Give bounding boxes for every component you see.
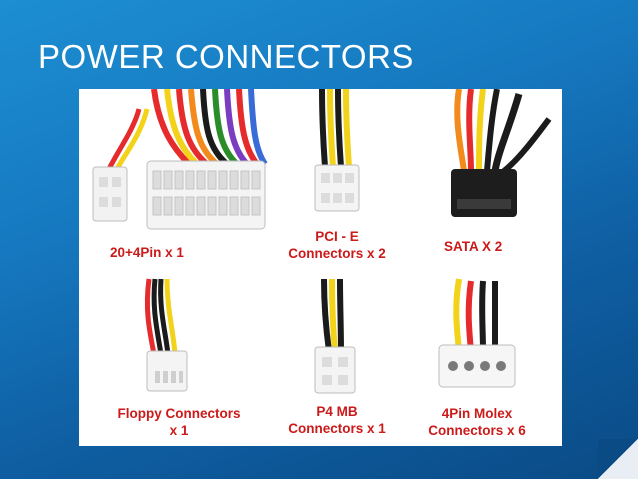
atx-pin-slot <box>185 196 195 216</box>
caption-molex: 4Pin Molex Connectors x 6 <box>415 405 539 439</box>
atx-pin-slot <box>207 170 217 190</box>
atx-pin-slot <box>218 196 228 216</box>
connectors-photo: 20+4Pin x 1 PCI - E Connectors x 2 SATA … <box>79 89 562 446</box>
atx-pin-slot <box>196 196 206 216</box>
pcie-connector-image <box>314 89 360 212</box>
caption-pcie: PCI - E Connectors x 2 <box>275 228 399 262</box>
sata-connector-image <box>451 89 552 217</box>
atx-pin-slot <box>152 196 162 216</box>
atx-pin-slot <box>163 170 173 190</box>
atx-pin-slot <box>251 170 261 190</box>
caption-floppy-line2: x 1 <box>169 423 189 438</box>
caption-p4-line1: P4 MB <box>316 404 358 419</box>
atx-pin-slot <box>196 170 206 190</box>
atx-pin-slot <box>229 196 239 216</box>
caption-pcie-line2: Connectors x 2 <box>288 246 386 261</box>
atx-pin-slot <box>240 196 250 216</box>
connectors-illustration <box>92 89 552 394</box>
atx-pin-slot <box>174 196 184 216</box>
caption-floppy: Floppy Connectors x 1 <box>105 405 253 439</box>
caption-atx: 20+4Pin x 1 <box>110 245 184 260</box>
floppy-connector-image <box>144 278 188 392</box>
molex-connector-image <box>438 278 516 388</box>
atx-pin-slot <box>163 196 173 216</box>
atx-pin-slot <box>240 170 250 190</box>
atx-pin-slot <box>218 170 228 190</box>
atx-pin-slot <box>251 196 261 216</box>
caption-p4: P4 MB Connectors x 1 <box>275 403 399 437</box>
atx-pin-slot <box>229 170 239 190</box>
atx-pin-slot <box>207 196 217 216</box>
caption-p4-line2: Connectors x 1 <box>288 421 386 436</box>
caption-sata: SATA X 2 <box>444 239 503 254</box>
atx-pin-slot <box>185 170 195 190</box>
atx-pin-slot <box>152 170 162 190</box>
caption-molex-line1: 4Pin Molex <box>441 406 513 421</box>
slide-title: POWER CONNECTORS <box>38 38 414 75</box>
corner-decoration <box>598 439 638 479</box>
caption-pcie-line1: PCI - E <box>315 229 359 244</box>
atx-pin-slot <box>174 170 184 190</box>
caption-molex-line2: Connectors x 6 <box>428 423 526 438</box>
caption-floppy-line1: Floppy Connectors <box>117 406 241 421</box>
p4-connector-image <box>314 278 356 394</box>
